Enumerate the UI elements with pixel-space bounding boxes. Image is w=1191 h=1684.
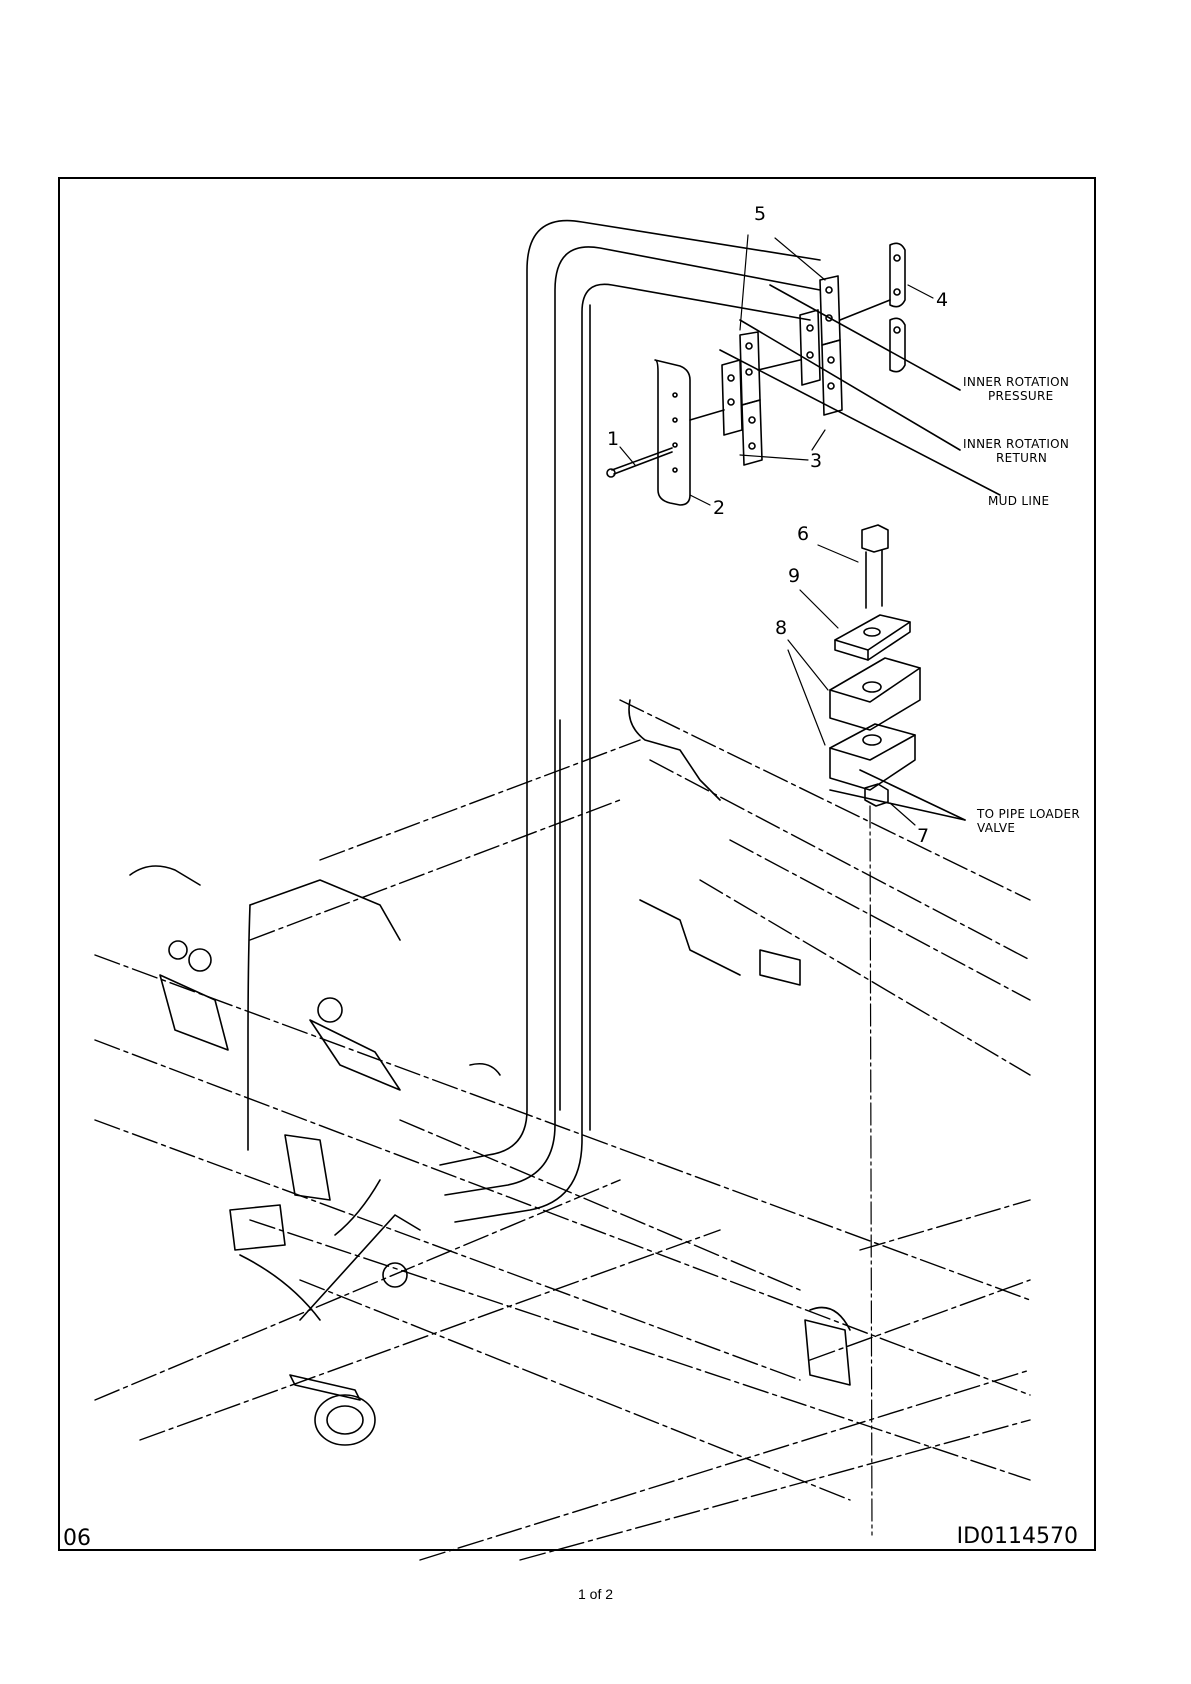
callout-inner-rotation-return-line1: INNER ROTATION	[963, 437, 1069, 451]
callout-to-pipe-loader-valve-line2: VALVE	[977, 821, 1015, 835]
callout-inner-rotation-pressure-line1: INNER ROTATION	[963, 375, 1069, 389]
part-number-3: 3	[810, 450, 822, 472]
part-leaders	[620, 235, 933, 825]
callout-inner-rotation-pressure-line2: PRESSURE	[988, 389, 1054, 403]
callout-to-pipe-loader-valve-line1: TO PIPE LOADER	[976, 807, 1080, 821]
part-number-8: 8	[775, 617, 787, 639]
callout-inner-rotation-return-line2: RETURN	[996, 451, 1047, 465]
callout-mud-line: MUD LINE	[988, 494, 1049, 508]
part-number-9: 9	[788, 565, 800, 587]
drawing-id: ID0114570	[957, 1524, 1078, 1549]
part-number-7: 7	[917, 825, 929, 847]
chassis-solid	[130, 700, 850, 1445]
part-number-4: 4	[936, 289, 948, 311]
chassis-phantom	[95, 700, 1030, 1560]
clamp-assembly-upper	[607, 243, 905, 505]
part-number-6: 6	[797, 523, 809, 545]
part-numbers: 1 2 3 4 5 6 7 8 9	[607, 203, 948, 847]
page-indicator: 1 of 2	[0, 1586, 1191, 1602]
part-number-2: 2	[713, 497, 725, 519]
part-number-5: 5	[754, 203, 766, 225]
part-number-1: 1	[607, 428, 619, 450]
callout-leaders	[720, 285, 1000, 820]
callout-labels: INNER ROTATION PRESSURE INNER ROTATION R…	[963, 375, 1080, 835]
sheet-code: 06	[63, 1526, 91, 1551]
